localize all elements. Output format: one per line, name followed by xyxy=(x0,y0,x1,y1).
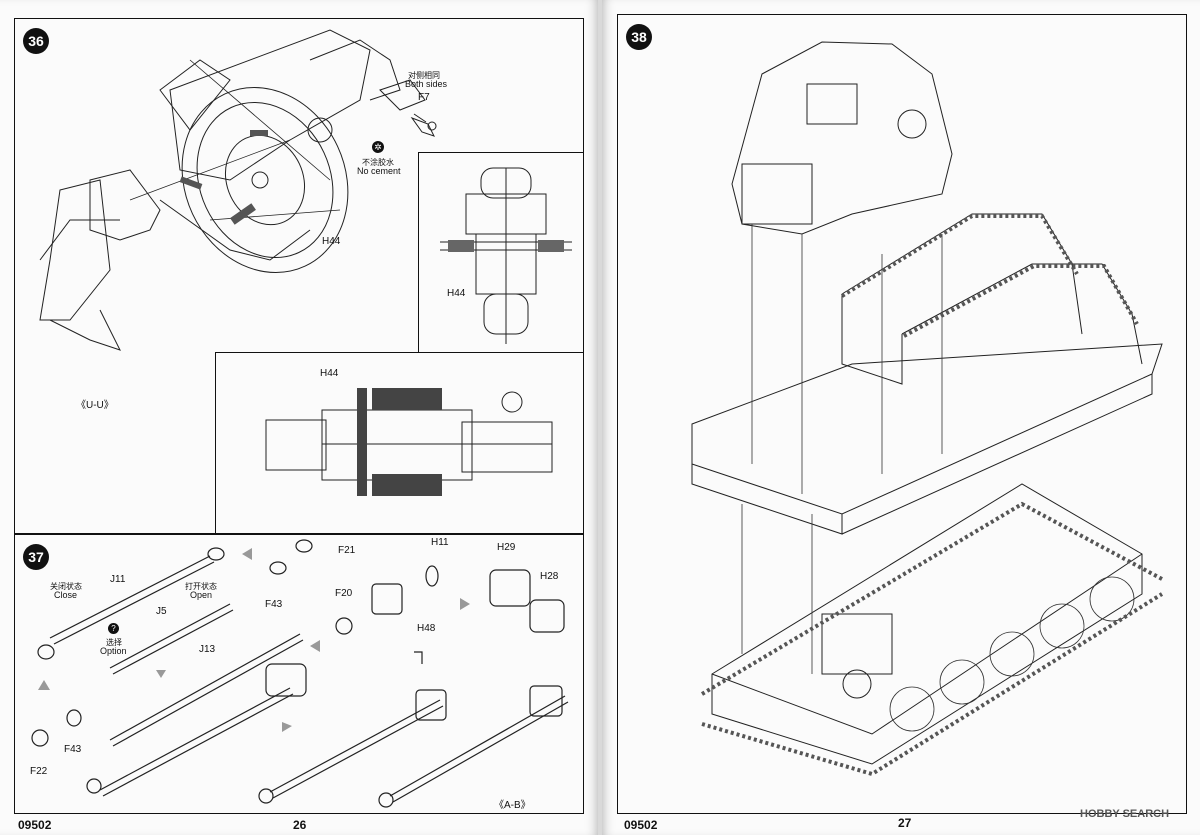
view-ab-label: 《A-B》 xyxy=(494,800,531,811)
page-number-left: 26 xyxy=(293,818,307,832)
footer-code-left: 09502 xyxy=(18,818,52,832)
part-h44-label-main: H44 xyxy=(322,236,341,247)
step36-inset-top-frame xyxy=(418,152,584,353)
step37-shafts-drawing xyxy=(31,539,569,808)
part-h44-label-side-view: H44 xyxy=(320,368,339,379)
step36-side-view-drawing xyxy=(265,388,553,496)
page-number-right: 27 xyxy=(898,816,912,830)
step38-frame xyxy=(617,14,1187,814)
left-page: 36 xyxy=(0,0,598,835)
close-cn-label: 关闭状态 xyxy=(50,582,82,591)
part-j11-label: J11 xyxy=(110,574,126,585)
step37-number-badge: 37 xyxy=(23,544,49,570)
part-h11-label: H11 xyxy=(431,537,449,548)
footer-code-right: 09502 xyxy=(624,818,658,832)
open-label: Open xyxy=(190,590,213,600)
part-h44-label-top-view: H44 xyxy=(447,288,466,299)
step37-frame xyxy=(14,534,584,814)
option-label: Option xyxy=(100,646,127,656)
close-label: Close xyxy=(54,590,78,600)
step38-number-badge: 38 xyxy=(626,24,652,50)
view-uu-label: 《U-U》 xyxy=(76,400,114,411)
part-f22-label: F22 xyxy=(30,766,48,777)
step36-main-drawing xyxy=(39,29,426,351)
no-cement-cn-label: 不涂胶水 xyxy=(362,158,394,167)
part-f43-label-bottom: F43 xyxy=(64,744,82,755)
no-cement-icon: ✲ xyxy=(372,141,384,153)
step36-frame xyxy=(14,18,584,534)
part-h48-label: H48 xyxy=(417,623,436,634)
step38-assembly-drawing xyxy=(691,41,1164,777)
part-f21-label: F21 xyxy=(338,545,356,556)
part-f20-label: F20 xyxy=(335,588,353,599)
both-sides-label: Both sides xyxy=(405,79,448,89)
option-icon: ? xyxy=(108,623,119,634)
step36-number-badge: 36 xyxy=(23,28,49,54)
hobby-search-watermark: HOBBY SEARCH xyxy=(1080,808,1170,820)
step36-top-view-drawing xyxy=(440,167,572,344)
part-j5-label: J5 xyxy=(156,606,167,617)
no-cement-label: No cement xyxy=(357,166,401,176)
both-sides-cn-label: 对侧相同 xyxy=(408,71,440,80)
open-cn-label: 打开状态 xyxy=(185,582,217,591)
option-cn-label: 选择 xyxy=(106,638,122,647)
part-f43-label-top: F43 xyxy=(265,599,283,610)
right-page: 38 xyxy=(602,0,1200,835)
part-f7-drawing xyxy=(410,113,437,137)
part-h29-label: H29 xyxy=(497,542,516,553)
part-j13-label: J13 xyxy=(199,644,216,655)
part-h28-label: H28 xyxy=(540,571,559,582)
step36-inset-frame xyxy=(215,352,584,534)
part-f7-label: F7 xyxy=(418,92,430,103)
